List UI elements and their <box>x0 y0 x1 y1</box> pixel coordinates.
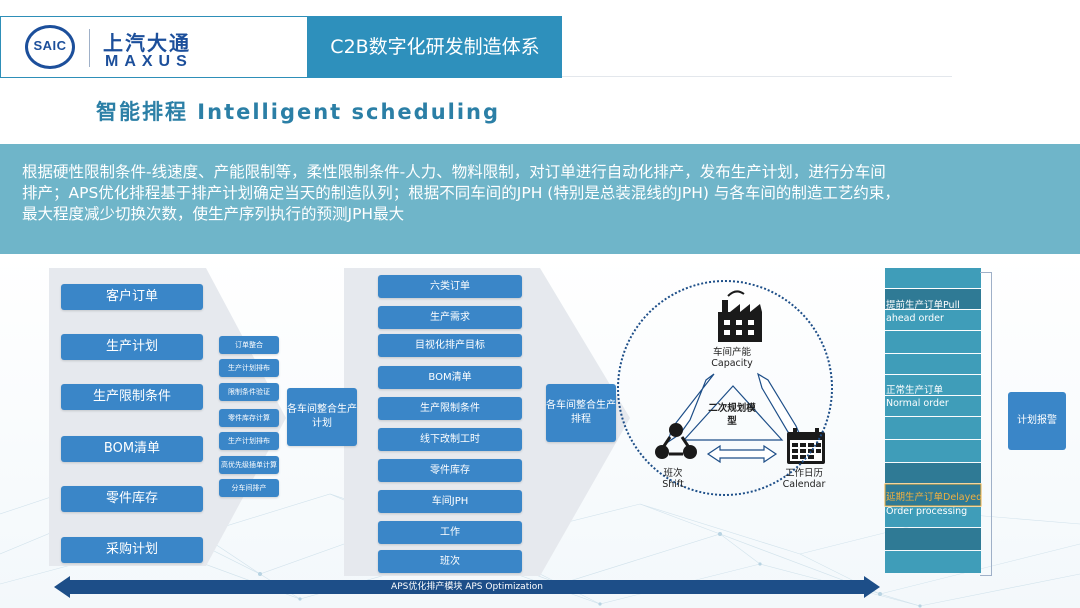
logo-divider <box>89 29 90 67</box>
order-processing-label: Order processing <box>886 506 968 517</box>
mid-six-order-types[interactable]: 六类订单 <box>378 275 522 298</box>
mid-production-demand[interactable]: 生产需求 <box>378 306 522 329</box>
saic-logo-text: SAIC <box>33 38 67 53</box>
input-bom-list[interactable]: BOM清单 <box>61 436 203 462</box>
step-constraint-validation[interactable]: 限制条件验证 <box>219 383 279 401</box>
brand-name-cn: 上汽大通 <box>103 31 191 55</box>
queue-bracket <box>980 272 992 576</box>
optimization-cycle <box>617 280 833 496</box>
mid-bom-list[interactable]: BOM清单 <box>378 366 522 389</box>
normal-order-label-en: Normal order <box>886 398 949 409</box>
calendar-label: 工作日历 Calendar <box>782 468 826 490</box>
capacity-label: 车间产能 Capacity <box>711 347 753 369</box>
description-band: 根据硬性限制条件-线速度、产能限制等，柔性限制条件-人力、物料限制，对订单进行自… <box>0 144 1080 254</box>
aps-optimization-label: APS优化排产模块 APS Optimization <box>391 582 543 592</box>
integrate-plan-box[interactable]: 各车间整合生产计划 <box>287 388 357 446</box>
description-line-1: 根据硬性限制条件-线速度、产能限制等，柔性限制条件-人力、物料限制，对订单进行自… <box>22 163 886 181</box>
mid-shift[interactable]: 班次 <box>378 550 522 573</box>
input-procurement-plan[interactable]: 采购计划 <box>61 537 203 563</box>
input-customer-orders[interactable]: 客户订单 <box>61 284 203 310</box>
input-production-constraints[interactable]: 生产限制条件 <box>61 384 203 410</box>
company-logo: SAIC 上汽大通 MAXUS <box>0 16 308 78</box>
input-parts-inventory[interactable]: 零件库存 <box>61 486 203 512</box>
saic-logo-icon: SAIC <box>25 25 75 69</box>
step-priority-insert[interactable]: 高优先级插单计算 <box>219 456 279 474</box>
mid-offline-rework-hours[interactable]: 线下改制工时 <box>378 428 522 451</box>
header: SAIC 上汽大通 MAXUS C2B数字化研发制造体系 <box>0 0 1080 78</box>
plan-alert-button[interactable]: 计划报警 <box>1008 392 1066 450</box>
delayed-order-label: 延期生产订单Delayed <box>886 492 983 503</box>
description-text: 根据硬性限制条件-线速度、产能限制等，柔性限制条件-人力、物料限制，对订单进行自… <box>22 162 1062 225</box>
header-divider <box>562 76 952 77</box>
integrate-schedule-box[interactable]: 各车间整合生产排程 <box>546 384 616 442</box>
brand-name-en: MAXUS <box>105 53 193 70</box>
mid-visual-target[interactable]: 目视化排产目标 <box>378 334 522 357</box>
mid-workshop-jph[interactable]: 车间JPH <box>378 490 522 513</box>
page-title: C2B数字化研发制造体系 <box>308 16 562 78</box>
step-inventory-calculation[interactable]: 零件库存计算 <box>219 409 279 427</box>
step-workshop-scheduling[interactable]: 分车间排产 <box>219 479 279 497</box>
aps-arrow <box>54 576 880 598</box>
mid-work[interactable]: 工作 <box>378 521 522 544</box>
shift-label: 班次 Shift <box>662 468 684 490</box>
section-subtitle: 智能排程 Intelligent scheduling <box>96 100 501 124</box>
mid-parts-inventory[interactable]: 零件库存 <box>378 459 522 482</box>
quadratic-model-label: 二次规划模型 <box>708 403 756 427</box>
description-line-3: 最大程度减少切换次数，使生产序列执行的预测JPH最大 <box>22 205 405 223</box>
step-plan-layout-2[interactable]: 生产计划排布 <box>219 432 279 450</box>
normal-order-label: 正常生产订单 <box>886 385 944 396</box>
pull-ahead-label-en: ahead order <box>886 313 944 324</box>
pull-ahead-label: 提前生产订单Pull <box>886 300 960 311</box>
order-queue <box>884 268 982 573</box>
step-order-consolidation[interactable]: 订单整合 <box>219 336 279 354</box>
input-production-plan[interactable]: 生产计划 <box>61 334 203 360</box>
step-plan-layout[interactable]: 生产计划排布 <box>219 359 279 377</box>
description-line-2: 排产；APS优化排程基于排产计划确定当天的制造队列；根据不同车间的JPH (特别… <box>22 184 900 202</box>
mid-production-constraints[interactable]: 生产限制条件 <box>378 397 522 420</box>
